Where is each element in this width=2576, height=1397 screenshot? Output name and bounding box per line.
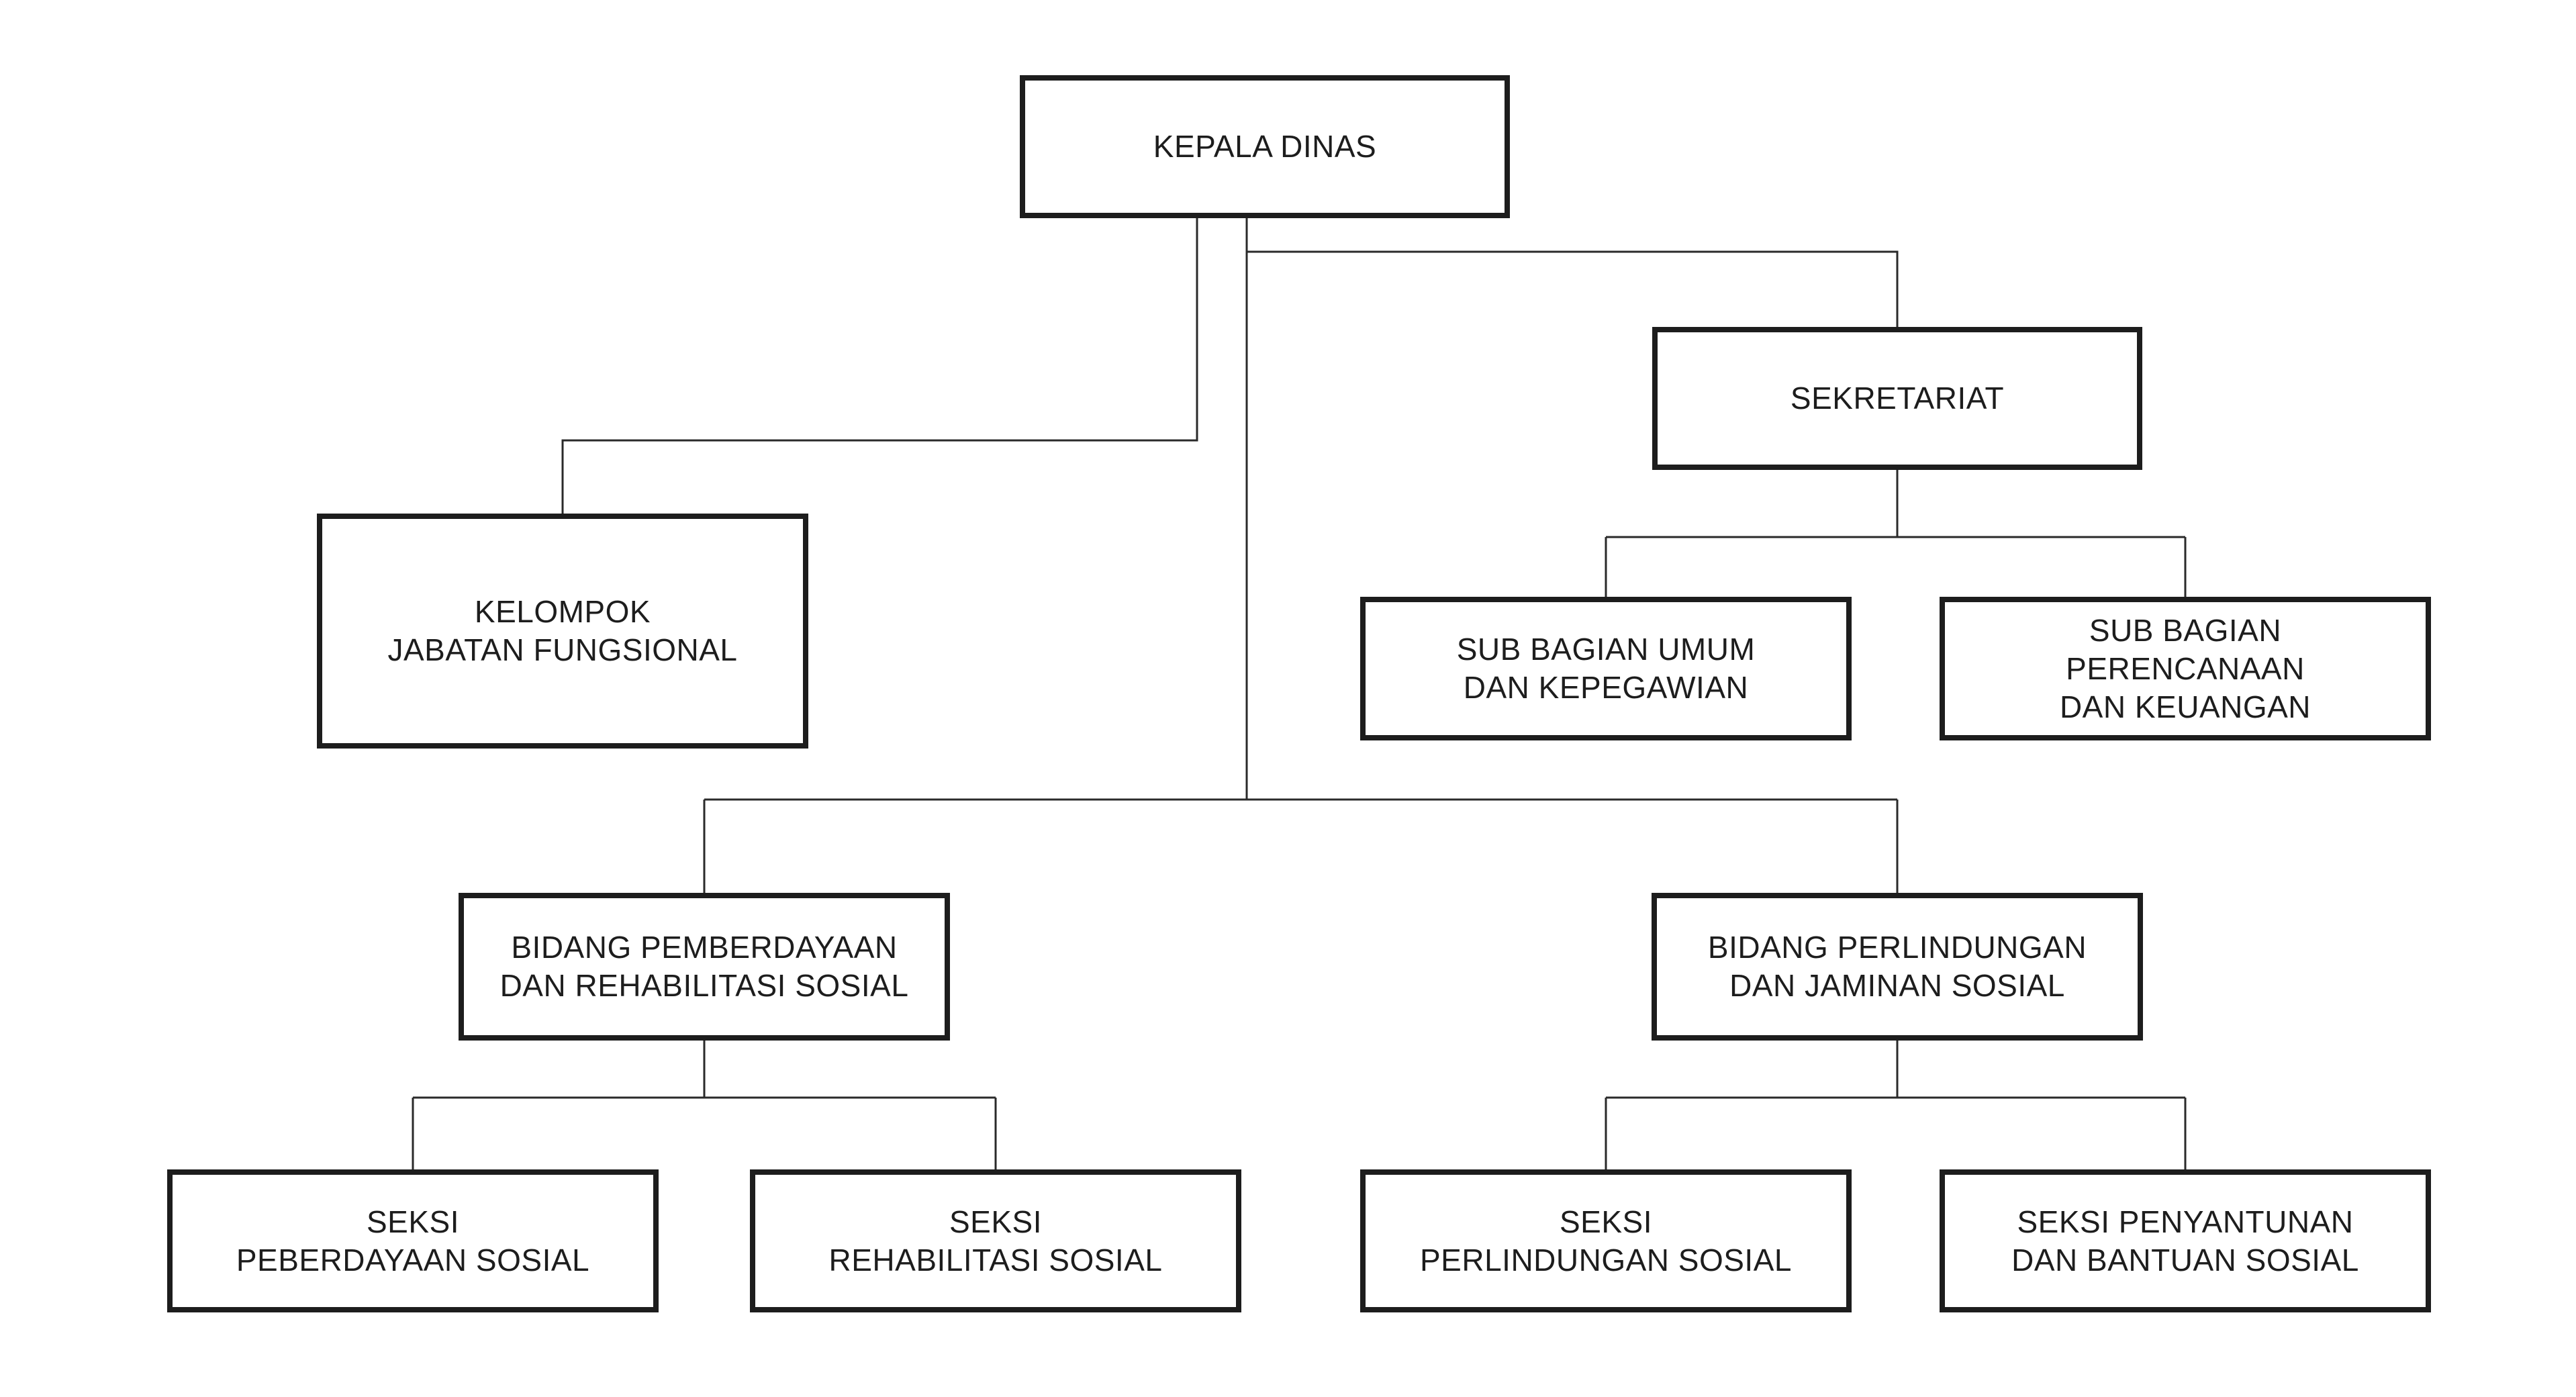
org-node-label: KELOMPOK JABATAN FUNGSIONAL bbox=[387, 594, 738, 667]
org-node-sub-bagian-umum: SUB BAGIAN UMUM DAN KEPEGAWIAN bbox=[1360, 597, 1852, 740]
org-node-sub-bagian-perencanaan: SUB BAGIAN PERENCANAAN DAN KEUANGAN bbox=[1940, 597, 2431, 740]
org-node-seksi-perlindungan: SEKSI PERLINDUNGAN SOSIAL bbox=[1360, 1169, 1852, 1312]
org-node-label: BIDANG PEMBERDAYAAN DAN REHABILITASI SOS… bbox=[499, 930, 909, 1003]
org-node-label: SEKSI PENYANTUNAN DAN BANTUAN SOSIAL bbox=[2011, 1204, 2359, 1278]
org-node-label: SEKSI PEBERDAYAAN SOSIAL bbox=[236, 1204, 590, 1278]
org-node-bidang-perlindungan: BIDANG PERLINDUNGAN DAN JAMINAN SOSIAL bbox=[1652, 893, 2143, 1041]
org-node-label: SUB BAGIAN UMUM DAN KEPEGAWIAN bbox=[1456, 632, 1756, 705]
org-node-label: KEPALA DINAS bbox=[1153, 129, 1377, 164]
connector-perlindungan-seksirail bbox=[1605, 1041, 2187, 1169]
connector-kepala-kelompok bbox=[561, 218, 1198, 514]
org-node-label: SEKRETARIAT bbox=[1790, 381, 2005, 416]
org-node-seksi-penyantunan: SEKSI PENYANTUNAN DAN BANTUAN SOSIAL bbox=[1940, 1169, 2431, 1312]
org-node-kepala-dinas: KEPALA DINAS bbox=[1020, 75, 1510, 218]
org-node-label: BIDANG PERLINDUNGAN DAN JAMINAN SOSIAL bbox=[1707, 930, 2087, 1003]
connector-kepala-sekretariat bbox=[1247, 250, 1899, 327]
org-node-kelompok-jabatan-fungsional: KELOMPOK JABATAN FUNGSIONAL bbox=[317, 514, 808, 749]
connector-pemberdayaan-seksirail bbox=[412, 1041, 997, 1169]
connector-sekretariat-subrail bbox=[1605, 470, 2187, 597]
org-node-seksi-peberdayaan: SEKSI PEBERDAYAAN SOSIAL bbox=[167, 1169, 659, 1312]
org-node-bidang-pemberdayaan: BIDANG PEMBERDAYAAN DAN REHABILITASI SOS… bbox=[459, 893, 950, 1041]
connector-bidang-rail bbox=[703, 798, 1899, 893]
org-node-label: SEKSI REHABILITASI SOSIAL bbox=[828, 1204, 1163, 1278]
org-node-seksi-rehabilitasi: SEKSI REHABILITASI SOSIAL bbox=[750, 1169, 1241, 1312]
org-node-label: SEKSI PERLINDUNGAN SOSIAL bbox=[1420, 1204, 1792, 1278]
org-node-sekretariat: SEKRETARIAT bbox=[1652, 327, 2142, 470]
org-node-label: SUB BAGIAN PERENCANAAN DAN KEUANGAN bbox=[2059, 612, 2311, 724]
